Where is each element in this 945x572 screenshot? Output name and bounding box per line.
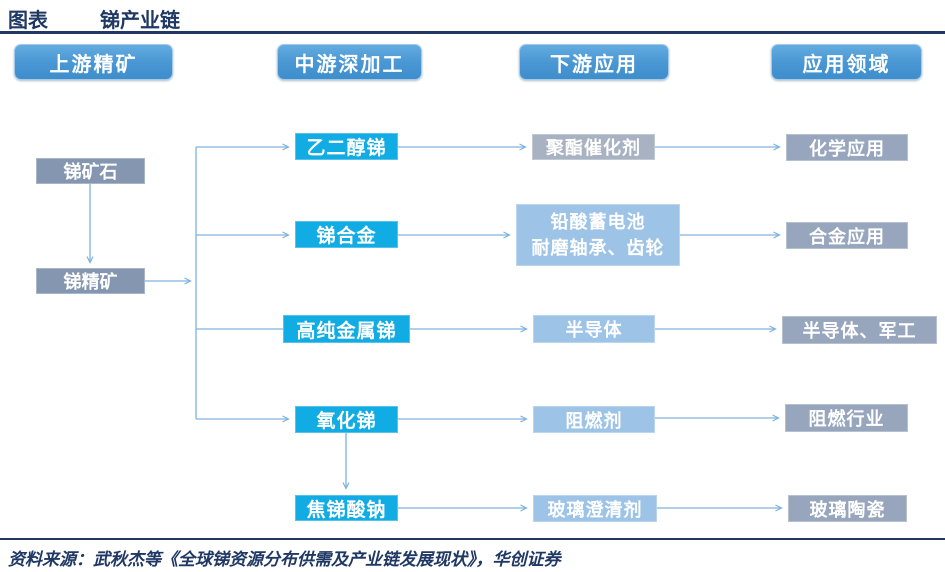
node-antimony-concentrate: 锑精矿 [36,268,145,294]
node-alloy-applications: 合金应用 [786,222,908,249]
header-upstream-concentrate: 上游精矿 [14,44,173,80]
source-citation: 资料来源：武秋杰等《全球锑资源分布供需及产业链发展现状》，华创证券 [8,550,561,569]
node-sodium-pyroantimonate: 焦锑酸钠 [295,495,398,521]
node-flame-retardant: 阻燃剂 [533,406,655,433]
node-semiconductor: 半导体 [533,315,655,343]
node-lead-acid-battery-bearings: 铅酸蓄电池 耐磨轴承、齿轮 [516,204,680,266]
node-ethylene-glycol-antimony: 乙二醇锑 [295,133,398,160]
header-application-fields: 应用领域 [771,44,922,80]
node-antimony-alloy: 锑合金 [295,221,398,248]
header-midstream-processing: 中游深加工 [277,44,422,80]
top-divider [0,31,945,34]
bottom-divider [0,538,945,540]
node-chemical-applications: 化学应用 [786,134,908,161]
figure-name: 锑产业链 [100,10,180,32]
node-line-2: 耐磨轴承、齿轮 [531,238,665,258]
node-polyester-catalyst: 聚酯催化剂 [532,134,655,160]
node-flame-retardant-industry: 阻燃行业 [785,404,908,432]
figure-title: 图表 锑产业链 [8,4,180,32]
node-glass-ceramics: 玻璃陶瓷 [788,495,907,522]
node-glass-clarifier: 玻璃澄清剂 [533,495,657,522]
node-antimony-ore: 锑矿石 [36,158,145,184]
node-antimony-oxide: 氧化锑 [295,406,398,433]
node-high-purity-antimony-metal: 高纯金属锑 [283,315,410,343]
header-downstream-applications: 下游应用 [519,44,669,80]
figure-label: 图表 [8,10,48,32]
node-line-1: 铅酸蓄电池 [550,212,646,232]
node-semiconductor-military: 半导体、军工 [782,316,937,344]
